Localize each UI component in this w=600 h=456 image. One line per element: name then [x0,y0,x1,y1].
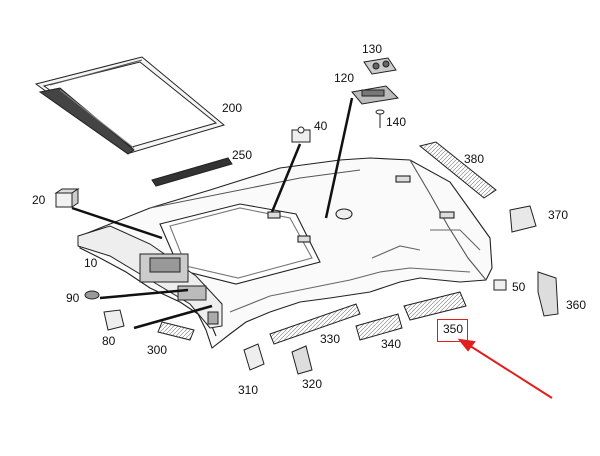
label-340: 340 [381,337,402,351]
leader-lines [71,97,354,330]
part-80-holder [103,309,125,331]
label-200: 200 [222,101,243,115]
label-380: 380 [464,152,485,166]
label-330: 330 [320,332,341,346]
label-350: 350 [443,322,464,336]
part-50-block [493,279,507,291]
label-250: 250 [232,148,253,162]
part-380-trim [418,141,497,199]
label-120: 120 [334,71,355,85]
label-310: 310 [238,383,259,397]
label-320: 320 [302,377,323,391]
label-370: 370 [548,208,569,222]
highlight-box-350 [437,319,468,342]
label-130: 130 [362,42,383,56]
part-20-block [54,188,80,208]
label-80: 80 [102,334,116,348]
highlight-arrow [457,338,553,399]
part-300-strip [157,321,195,341]
part-90-grommet [84,290,100,300]
part-120-lamp [351,85,400,105]
label-90: 90 [66,291,80,305]
part-340-grille [355,313,403,341]
part-350-grille [403,291,467,321]
part-360-panel [537,271,559,317]
sunroof-panel [34,56,226,155]
overhead-console-left [77,225,223,329]
part-320-clip [291,345,313,375]
part-40-clip [291,126,311,143]
label-300: 300 [147,343,168,357]
trim-strip [151,157,233,187]
label-40: 40 [314,119,328,133]
label-10: 10 [84,256,98,270]
part-310-clip [243,343,265,371]
part-330-channel [269,303,361,345]
part-370-bracket [509,205,537,233]
part-130-lamp [363,57,397,75]
label-20: 20 [32,193,46,207]
label-50: 50 [512,280,526,294]
label-360: 360 [566,298,587,312]
part-140-screw [375,109,385,128]
label-140: 140 [386,115,407,129]
